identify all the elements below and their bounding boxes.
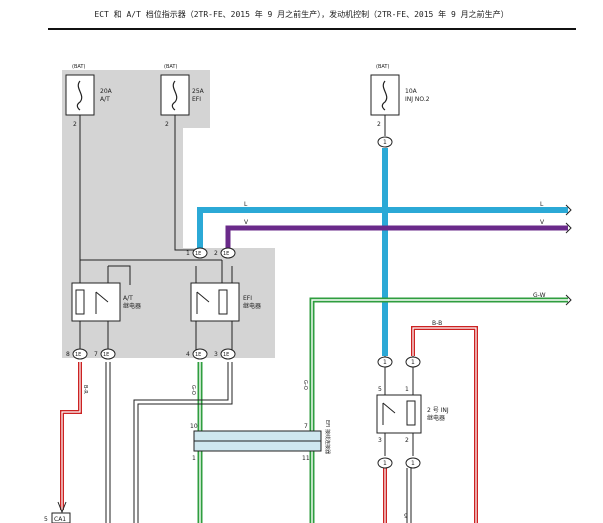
bus-pin-right-bottom: 11 [302, 455, 310, 462]
connector-bottom-3-code: 1E [223, 352, 229, 358]
wire-gw-label: G-W [533, 292, 546, 299]
bottom-connector-code: CA1 [54, 516, 66, 523]
connector-bottom-4-code: 1E [195, 352, 201, 358]
header-rule [48, 28, 576, 30]
connector-top-1: 1E 1 [186, 247, 208, 259]
efi-bus-connector: 10 1 7 11 EFI 接线连接器 [190, 420, 331, 462]
connector-bottom-7-code: 1E [103, 352, 109, 358]
connector-bottom-7: 1E 7 [94, 348, 116, 360]
relay-efi-label: EFI [243, 295, 252, 302]
connector-bottom-8: 1E 8 [66, 348, 88, 360]
connector-top-1-num: 1 [186, 250, 190, 257]
fuse-efi: (BAT) 25A EFI 2 [160, 64, 205, 128]
bus-pin-right-top: 7 [304, 423, 308, 430]
connector-top-1-code: 1E [195, 251, 201, 257]
arrow-icons [565, 204, 572, 306]
fuse-efi-pin: 2 [165, 121, 169, 128]
connector-bottom-8-code: 1E [75, 352, 81, 358]
wire-l-label: L [244, 201, 248, 208]
fuse-inj: (BAT) 10A INJ NO.2 2 [370, 64, 430, 128]
wire-v-label: V [244, 219, 249, 226]
bottom-connector-ca1: CA1 5 [44, 512, 71, 523]
connector-inj-top-right: 1 [405, 356, 421, 368]
fuse-efi-name: EFI [192, 96, 201, 103]
relay-inj-pin-1: 1 [405, 386, 409, 393]
fuse-at-rating: 20A [100, 88, 113, 95]
relay-inj: 2 号 INJ 继电器 5 1 3 2 [376, 386, 449, 444]
connector-inj-fuse-num: 1 [383, 139, 387, 146]
bus-pin-left-bottom: 1 [192, 455, 196, 462]
bus-pin-left-top: 10 [190, 423, 198, 430]
wire-right-vertical-label: G-O [302, 380, 308, 390]
connector-bottom-8-num: 8 [66, 351, 70, 358]
fuse-efi-rating: 25A [192, 88, 205, 95]
fuse-inj-name: INJ NO.2 [405, 96, 430, 103]
bottom-connector-pin: 5 [44, 516, 48, 523]
connector-inj-top-left: 1 [377, 356, 393, 368]
fuse-efi-source: (BAT) [164, 64, 177, 70]
wire-l [197, 148, 568, 356]
connector-inj-bottom-left: 1 [377, 457, 393, 469]
bottom-right-pin: 9 [404, 513, 408, 520]
connector-top-2: 1E 2 [214, 247, 236, 259]
connector-bottom-7-num: 7 [94, 351, 98, 358]
connector-inj-fuse: 1 [377, 136, 393, 148]
relay-efi-sublabel: 继电器 [243, 302, 261, 310]
connector-top-2-num: 2 [214, 250, 218, 257]
connector-inj-top-left-num: 1 [383, 359, 387, 366]
wire-l-label-right: L [540, 201, 544, 208]
wire-efi-vertical-label: G-O [190, 385, 196, 395]
wire-bb [383, 326, 478, 523]
relay-at-label: A/T [123, 295, 133, 302]
fuse-at-pin: 2 [73, 121, 77, 128]
connector-bottom-3: 1E 3 [214, 348, 236, 360]
wire-bb-label: B-B [432, 320, 442, 327]
relay-at: A/T 继电器 [71, 282, 141, 322]
wire-v [225, 225, 568, 248]
connector-bottom-4: 1E 4 [186, 348, 208, 360]
relay-inj-pin-5: 5 [378, 386, 382, 393]
fuse-inj-rating: 10A [405, 88, 418, 95]
connector-inj-bottom-right: 1 [405, 457, 421, 469]
connector-bottom-3-num: 3 [214, 351, 218, 358]
connector-inj-bottom-left-num: 1 [383, 460, 387, 467]
wire-left-vertical [57, 362, 82, 514]
relay-efi: EFI 继电器 [190, 282, 261, 322]
bus-label: EFI 接线连接器 [324, 420, 331, 454]
fuse-inj-source: (BAT) [376, 64, 389, 70]
relay-inj-pin-3: 3 [378, 437, 382, 444]
relay-inj-sublabel: 继电器 [427, 414, 445, 422]
fuse-inj-pin: 2 [377, 121, 381, 128]
connector-bottom-4-num: 4 [186, 351, 190, 358]
page-header: ECT 和 A/T 档位指示器（2TR-FE、2015 年 9 月之前生产），发… [0, 0, 603, 30]
wire-left-vertical-label: B-R [82, 385, 88, 394]
wire-v-label-right: V [540, 219, 545, 226]
relay-inj-pin-2: 2 [405, 437, 409, 444]
fuse-at-name: A/T [100, 96, 110, 103]
fuse-at-source: (BAT) [72, 64, 85, 70]
relay-at-sublabel: 继电器 [123, 302, 141, 310]
connector-inj-top-right-num: 1 [411, 359, 415, 366]
connector-top-2-code: 1E [223, 251, 229, 257]
connector-inj-bottom-right-num: 1 [411, 460, 415, 467]
diagram-title: ECT 和 A/T 档位指示器（2TR-FE、2015 年 9 月之前生产），发… [94, 10, 509, 19]
relay-inj-label: 2 号 INJ [427, 407, 449, 414]
fuse-at: (BAT) 20A A/T 2 [65, 64, 113, 128]
